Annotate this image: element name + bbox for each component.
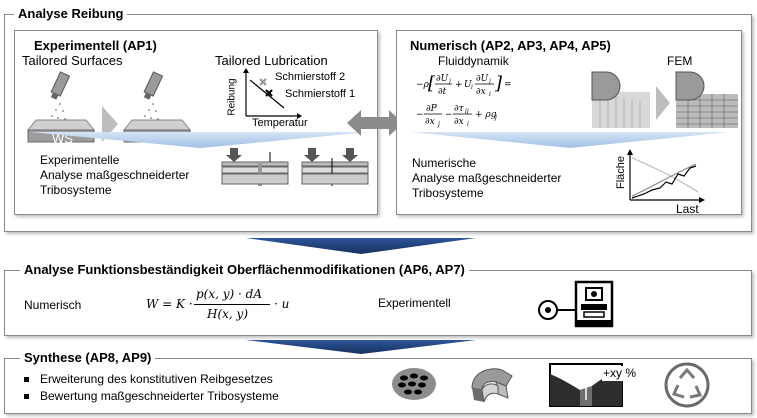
svg-text:∂U: ∂U [476, 74, 489, 84]
reibung-axis-label: Reibung [226, 78, 238, 116]
section1-to-2-arrow [246, 238, 476, 254]
schmierstoff-2-label: Schmierstoff 2 [275, 71, 346, 83]
tribometer-diagram-1 [221, 148, 289, 186]
improvement-chart-icon [549, 363, 623, 407]
left-flow-arrow [30, 132, 370, 148]
svg-text:[: [ [428, 73, 436, 94]
exchange-arrow [347, 110, 403, 136]
numerisch-heading: Numerisch (AP2, AP3, AP4, AP5) [410, 38, 611, 53]
wear-formula-tail: · u [274, 297, 290, 311]
svg-text:∂P: ∂P [426, 104, 438, 114]
svg-text:i: i [489, 91, 491, 98]
flaeche-axis-label: Fläche [615, 155, 628, 190]
schmierstoff-1-label: Schmierstoff 1 [285, 88, 356, 100]
svg-text:∂t: ∂t [438, 87, 447, 97]
percent-improvement-label: +xy % [602, 366, 638, 381]
section2-to-3-arrow [246, 340, 476, 354]
wear-formula-numerator: p(x, y) · dA [196, 287, 263, 301]
right-flow-arrow [410, 132, 730, 148]
svg-text:∂x: ∂x [425, 117, 435, 127]
wear-formula-denominator: H(x, y) [207, 307, 249, 321]
last-axis-label: Last [676, 202, 699, 216]
svg-text:ij: ij [465, 108, 469, 115]
tool-segment-icon [471, 368, 513, 403]
svg-text:−ρ: −ρ [416, 80, 430, 90]
svg-text:+: + [455, 80, 463, 90]
svg-text:i: i [471, 84, 473, 91]
test-rig-icon [538, 280, 614, 328]
numerisch-label: Numerisch [24, 298, 82, 312]
svg-text:j: j [487, 78, 491, 85]
wear-formula-fraction-line [194, 304, 270, 305]
surface-texture-icon [392, 368, 436, 400]
tailored-lubrication-label: Tailored Lubrication [215, 53, 328, 68]
numerische-desc-1: Numerische [412, 156, 477, 170]
funktionsbestaendigkeit-panel [4, 270, 752, 336]
svg-text:∂U: ∂U [436, 74, 449, 84]
funktionsbestaendigkeit-title: Analyse Funktionsbeständigkeit Oberfläch… [20, 262, 469, 278]
svg-text:−: − [416, 110, 424, 120]
analyse-reibung-title: Analyse Reibung [14, 6, 128, 22]
numerische-desc-2: Analyse maßgeschneiderter [412, 171, 562, 185]
svg-text:]: ] [494, 73, 503, 94]
experimentelle-desc-2: Analyse maßgeschneiderter [40, 168, 190, 182]
temperatur-axis-label: Temperatur [252, 117, 308, 129]
experimentell-heading: Experimentell (AP1) [34, 38, 157, 53]
fluiddynamik-label: Fluiddynamik [438, 54, 509, 68]
svg-text:U: U [464, 80, 472, 90]
svg-text:∂x: ∂x [454, 117, 464, 127]
svg-text:∂x: ∂x [476, 87, 486, 97]
experimentelle-desc-1: Experimentelle [40, 153, 120, 167]
svg-text:i: i [467, 121, 469, 128]
fem-illustration [591, 71, 738, 128]
synthese-bullet-list: Erweiterung des konstitutiven Reibgesetz… [22, 371, 279, 405]
recycling-icon [664, 362, 710, 408]
synthese-bullet-2: Bewertung maßgeschneiderter Tribosysteme [22, 388, 279, 405]
tailored-surfaces-label: Tailored Surfaces [22, 53, 123, 68]
svg-text:+ ρg: + ρg [475, 110, 497, 120]
svg-text:−: − [445, 110, 453, 120]
synthese-title: Synthese (AP8, AP9) [20, 350, 156, 366]
svg-text:j: j [493, 114, 497, 121]
fem-label: FEM [667, 54, 693, 68]
reibung-temperatur-chart [243, 68, 302, 119]
svg-text:j: j [436, 121, 440, 128]
wear-formula-lhs: W = K · [146, 297, 193, 311]
synthese-bullet-1: Erweiterung des konstitutiven Reibgesetz… [22, 371, 279, 388]
numerische-desc-3: Tribosysteme [412, 186, 484, 200]
experimentelle-desc-3: Tribosysteme [40, 183, 112, 197]
tribometer-diagram-2 [301, 148, 369, 186]
svg-text:=: = [504, 80, 512, 90]
svg-text:∂τ: ∂τ [454, 104, 465, 114]
experimentell-label: Experimentell [378, 296, 451, 310]
flaeche-last-chart [627, 149, 705, 203]
svg-text:j: j [447, 78, 451, 85]
tailored-surfaces-illustration [26, 71, 192, 143]
